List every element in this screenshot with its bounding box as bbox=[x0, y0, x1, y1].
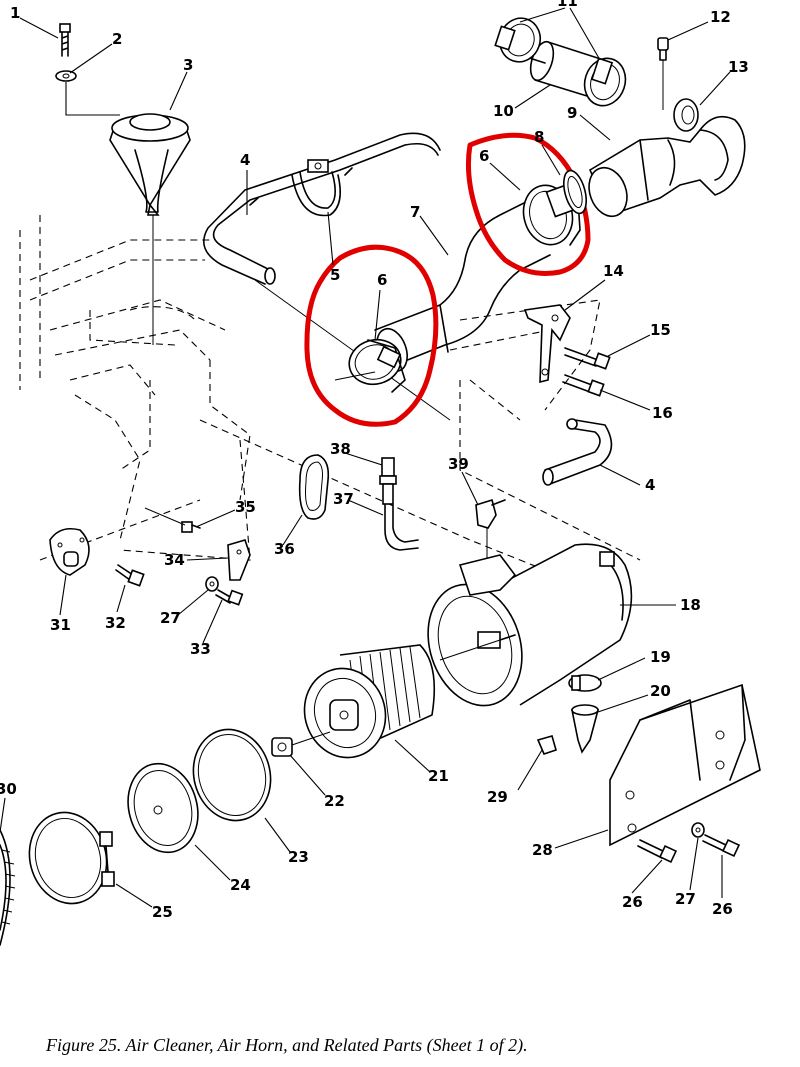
part-5-clamp bbox=[291, 159, 341, 217]
callout-9: 9 bbox=[567, 104, 577, 122]
right-mount-outline bbox=[199, 299, 641, 601]
callout-4-upper: 4 bbox=[240, 151, 250, 169]
part-14-bracket bbox=[523, 304, 571, 384]
part-11-clamps bbox=[494, 17, 627, 107]
part-24-cover bbox=[127, 762, 199, 854]
part-9-elbow bbox=[588, 115, 746, 218]
callout-6-lower: 6 bbox=[377, 271, 387, 289]
part-19-clamp bbox=[568, 674, 602, 692]
part-12-fitting bbox=[657, 37, 669, 110]
callout-11: 11 bbox=[557, 0, 578, 10]
part-6-upper-clamp bbox=[522, 184, 581, 246]
figure-caption: Figure 25. Air Cleaner, Air Horn, and Re… bbox=[46, 1035, 528, 1055]
part-26-bolt-far-right bbox=[702, 834, 741, 858]
callout-7: 7 bbox=[410, 203, 420, 221]
part-15-bolt bbox=[564, 347, 611, 370]
part-2-washer bbox=[55, 70, 120, 116]
callout-30: 30 bbox=[0, 780, 17, 798]
callout-26-right: 26 bbox=[712, 900, 733, 918]
part-21-filter bbox=[303, 639, 501, 759]
callout-29: 29 bbox=[487, 788, 508, 806]
callout-14: 14 bbox=[603, 262, 624, 280]
highlight-upper-clamp bbox=[465, 132, 591, 276]
part-39-elbow-fitting bbox=[475, 498, 506, 560]
callout-33: 33 bbox=[190, 640, 211, 658]
callout-31: 31 bbox=[50, 616, 71, 634]
part-6-lower-clamp bbox=[334, 338, 406, 393]
part-32-bolt bbox=[115, 564, 145, 587]
part-31-flange bbox=[49, 527, 90, 576]
callout-8: 8 bbox=[534, 128, 544, 146]
highlight-lower-clamp bbox=[304, 244, 439, 427]
part-27-washer-left bbox=[205, 576, 219, 592]
callout-27-left: 27 bbox=[160, 609, 181, 627]
part-29-clip bbox=[536, 735, 557, 755]
part-8-seal bbox=[562, 169, 588, 215]
part-23-gasket bbox=[192, 728, 272, 822]
callout-13: 13 bbox=[728, 58, 749, 76]
callout-26-left: 26 bbox=[622, 893, 643, 911]
callout-19: 19 bbox=[650, 648, 671, 666]
callout-1: 1 bbox=[10, 4, 20, 22]
callout-2: 2 bbox=[112, 30, 122, 48]
part-1-bolt bbox=[59, 23, 71, 57]
callout-39: 39 bbox=[448, 455, 469, 473]
part-22-nut bbox=[271, 731, 331, 757]
callout-16: 16 bbox=[652, 404, 673, 422]
part-38-fitting bbox=[379, 457, 397, 505]
callout-32: 32 bbox=[105, 614, 126, 632]
callout-21: 21 bbox=[428, 767, 449, 785]
callout-28: 28 bbox=[532, 841, 553, 859]
part-26-bolt-right bbox=[637, 839, 678, 864]
callout-22: 22 bbox=[324, 792, 345, 810]
callout-35: 35 bbox=[235, 498, 256, 516]
callout-12: 12 bbox=[710, 8, 731, 26]
callout-37: 37 bbox=[333, 490, 354, 508]
part-36-grommet bbox=[298, 454, 330, 520]
callout-18: 18 bbox=[680, 596, 701, 614]
part-20-valve bbox=[571, 704, 600, 754]
part-30-ring bbox=[0, 829, 16, 946]
callout-23: 23 bbox=[288, 848, 309, 866]
part-3-funnel bbox=[109, 113, 191, 345]
part-34-bracket bbox=[227, 539, 251, 581]
callout-numbers: 1 2 3 4 5 6 6 7 8 9 10 11 12 13 14 15 16… bbox=[0, 0, 749, 921]
callout-20: 20 bbox=[650, 682, 671, 700]
callout-3: 3 bbox=[183, 56, 193, 74]
part-35-bolt bbox=[144, 507, 201, 533]
frame-outline bbox=[19, 215, 251, 561]
part-27-washer-right bbox=[691, 822, 705, 838]
part-37-tube bbox=[384, 504, 419, 551]
callout-38: 38 bbox=[330, 440, 351, 458]
callout-10: 10 bbox=[493, 102, 514, 120]
part-33-bolt bbox=[215, 589, 244, 606]
callout-4-lower: 4 bbox=[645, 476, 655, 494]
part-28-plate bbox=[609, 683, 761, 847]
part-18-housing bbox=[427, 543, 633, 707]
callout-27-right: 27 bbox=[675, 890, 696, 908]
part-4-upper-hose bbox=[203, 132, 451, 421]
part-4-lower-hose bbox=[542, 418, 613, 486]
callout-25: 25 bbox=[152, 903, 173, 921]
callout-15: 15 bbox=[650, 321, 671, 339]
callout-36: 36 bbox=[274, 540, 295, 558]
leader-lines bbox=[0, 7, 731, 908]
callout-5: 5 bbox=[330, 266, 340, 284]
part-25-band-clamp bbox=[28, 811, 115, 905]
callout-34: 34 bbox=[164, 551, 185, 569]
callout-6-upper: 6 bbox=[479, 147, 489, 165]
part-16-bolt bbox=[562, 374, 605, 397]
part-13-cap bbox=[673, 98, 699, 132]
callout-24: 24 bbox=[230, 876, 251, 894]
